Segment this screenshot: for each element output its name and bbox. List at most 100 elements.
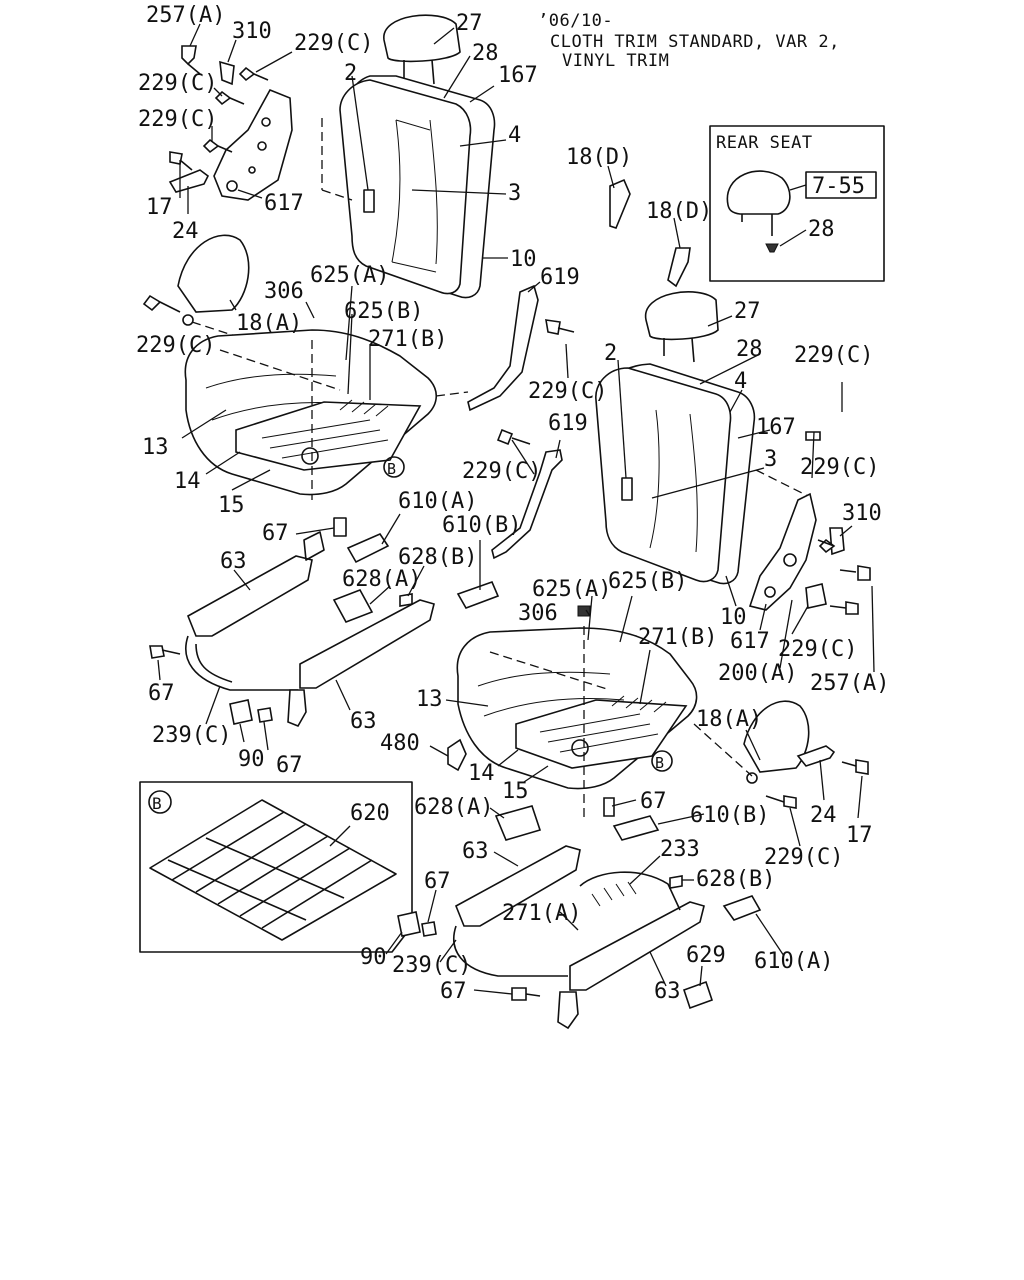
label-610a: 610(A) [754,949,833,974]
bracket-310-right [829,527,845,556]
label-625a: 625(A) [310,263,389,288]
bracket-628a-right [494,805,542,841]
label-619: 619 [540,265,580,290]
label-229c: 229(C) [138,107,217,132]
left-recliner-bracket [213,88,293,201]
label-239c: 239(C) [392,953,471,978]
label-2: 2 [344,61,357,86]
label-18d: 18(D) [646,199,712,224]
part-labels: 257(A) 310 229(C) 229(C) 229(C) 17 24 61… [136,3,889,1004]
rear-seat-title: REAR SEAT [716,133,813,153]
trim-spec-line1: CLOTH TRIM STANDARD, VAR 2, [550,32,840,52]
clip-628b-right [669,875,683,889]
label-233: 233 [660,837,700,862]
part-620: 620 [350,801,390,826]
right-seatback [595,291,809,585]
right-track-rail-b [569,901,705,991]
label-306: 306 [264,279,304,304]
revision-date: ’06/10- [538,11,613,31]
label-229c: 229(C) [794,343,873,368]
leader-lines [157,23,875,995]
label-480: 480 [380,731,420,756]
label-617: 617 [264,191,304,216]
label-28: 28 [736,337,763,362]
label-310: 310 [232,19,272,44]
detail-b-inset: B 620 [139,781,413,953]
label-27: 27 [456,11,483,36]
part-629-icon [682,980,714,1010]
label-10: 10 [720,605,747,630]
left-track-rail-a [186,555,313,637]
label-67: 67 [276,753,303,778]
label-4: 4 [734,369,747,394]
cover-610b-center [456,580,500,609]
label-610b: 610(B) [690,803,769,828]
left-recliner-parts [142,45,293,343]
label-63: 63 [350,709,377,734]
label-63: 63 [220,549,247,574]
right-seat-cushion: B [447,580,753,820]
label-67: 67 [262,521,289,546]
left-side-bracket-619 [467,178,691,560]
left-recliner-cover [177,234,250,313]
label-28: 28 [472,41,499,66]
label-610b: 610(B) [442,513,521,538]
label-629: 629 [686,943,726,968]
label-229c: 229(C) [294,31,373,56]
ref-7-55: 7-55 [812,174,865,199]
label-229c: 229(C) [138,71,217,96]
label-271b: 271(B) [638,625,717,650]
label-67: 67 [440,979,467,1004]
clip-628b-left [399,593,413,607]
label-619: 619 [548,411,588,436]
label-625a: 625(A) [532,577,611,602]
right-backrest-pad [595,367,732,583]
right-recliner-parts [743,431,871,809]
cover-610a-left [346,532,390,564]
label-628b: 628(B) [696,867,775,892]
lever-24-icon [168,169,210,193]
label-18a: 18(A) [236,311,302,336]
label-625b: 625(B) [344,299,423,324]
bolt-icon [181,45,197,66]
label-67: 67 [148,681,175,706]
label-306: 306 [518,601,558,626]
label-229c: 229(C) [528,379,607,404]
right-headrest [645,291,719,341]
label-229c: 229(C) [800,455,879,480]
bracket-310-icon [219,60,235,86]
right-recliner-cover [743,700,810,773]
bracket-619-upper [467,284,539,412]
label-27: 27 [734,299,761,324]
label-90: 90 [238,747,265,772]
rear-seat-inset: REAR SEAT 7-55 28 [709,125,885,282]
left-seat-track [149,517,435,728]
spring-mat [149,799,397,941]
right-recliner-bracket [748,492,817,611]
rear-headrest [726,170,791,215]
label-63: 63 [654,979,681,1004]
label-617: 617 [730,629,770,654]
cover-610b-right [612,815,660,841]
right-seat-track [397,797,762,1030]
detail-b-box [139,781,413,953]
label-90: 90 [360,945,387,970]
label-610a: 610(A) [398,489,477,514]
detail-b-marker: B [152,794,162,813]
bracket-628a-left [332,589,374,623]
label-67: 67 [424,869,451,894]
detail-b-ref-right: B [655,754,664,772]
label-3: 3 [764,447,777,472]
right-track-rail-a [454,845,581,927]
label-257a: 257(A) [810,671,889,696]
cover-610a-right [722,895,762,921]
label-257a: 257(A) [146,3,225,28]
part-480-icon [447,738,467,772]
label-4: 4 [508,123,521,148]
label-63: 63 [462,839,489,864]
label-67: 67 [640,789,667,814]
label-17: 17 [846,823,873,848]
label-239c: 239(C) [152,723,231,748]
rear-seat-box [709,125,885,282]
